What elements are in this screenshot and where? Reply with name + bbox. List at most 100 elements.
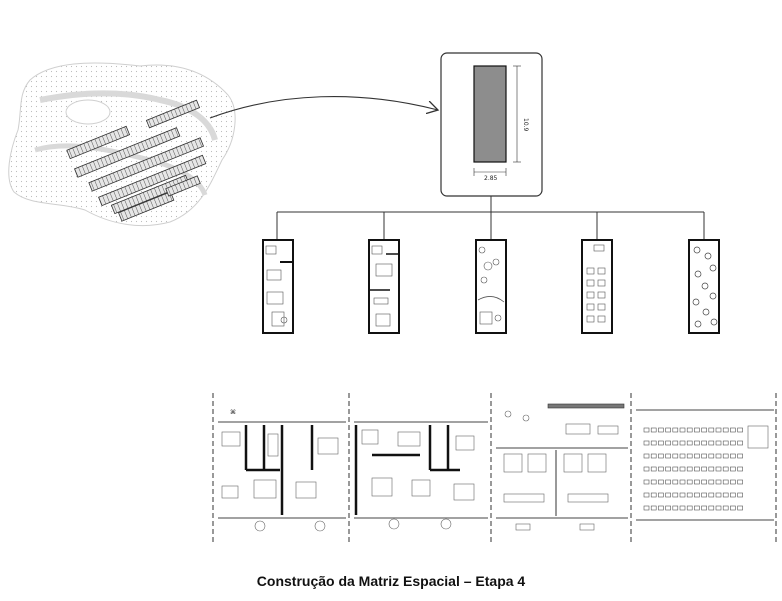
seat bbox=[643, 479, 650, 485]
seat bbox=[730, 479, 736, 485]
building-bars bbox=[66, 99, 207, 222]
module-variant-2 bbox=[368, 239, 400, 334]
seat bbox=[737, 492, 743, 498]
plan-section-2 bbox=[354, 421, 488, 530]
seat bbox=[708, 466, 715, 472]
seat bbox=[686, 492, 693, 498]
seat bbox=[658, 466, 664, 472]
seat bbox=[643, 453, 650, 459]
seat bbox=[701, 492, 707, 498]
seat bbox=[737, 427, 743, 433]
seat bbox=[737, 440, 743, 446]
seat bbox=[701, 505, 707, 511]
seat bbox=[672, 505, 679, 511]
plan-section-4 bbox=[636, 409, 774, 521]
figure-caption: Construção da Matriz Espacial – Etapa 4 bbox=[256, 573, 526, 589]
building-bar bbox=[165, 175, 201, 197]
seat bbox=[730, 440, 736, 446]
seat bbox=[650, 453, 657, 459]
seat bbox=[650, 505, 657, 511]
seat bbox=[658, 453, 664, 459]
base-module bbox=[473, 65, 507, 163]
seat bbox=[715, 466, 722, 472]
seat bbox=[665, 453, 671, 459]
seat bbox=[722, 440, 729, 446]
seat bbox=[722, 427, 729, 433]
seat bbox=[730, 427, 736, 433]
seat bbox=[708, 479, 715, 485]
seat bbox=[686, 505, 693, 511]
tree-connector bbox=[276, 196, 705, 240]
seat bbox=[694, 479, 700, 485]
seat bbox=[701, 479, 707, 485]
seat bbox=[679, 505, 686, 511]
seat bbox=[686, 466, 693, 472]
building-bar bbox=[98, 154, 207, 207]
seat bbox=[694, 440, 700, 446]
seat bbox=[650, 440, 657, 446]
seat bbox=[643, 505, 650, 511]
seat bbox=[737, 479, 743, 485]
seat bbox=[708, 492, 715, 498]
building-bar bbox=[73, 127, 181, 178]
seat bbox=[665, 440, 671, 446]
seat bbox=[679, 492, 686, 498]
seat bbox=[701, 466, 707, 472]
seat bbox=[679, 453, 686, 459]
seat bbox=[701, 453, 707, 459]
module-variant-5 bbox=[688, 239, 720, 334]
seat bbox=[715, 453, 722, 459]
seat bbox=[701, 440, 707, 446]
seat bbox=[715, 479, 722, 485]
seat bbox=[694, 427, 700, 433]
seat bbox=[686, 427, 693, 433]
seat bbox=[658, 505, 664, 511]
module-variant-4 bbox=[581, 239, 613, 334]
seat bbox=[658, 492, 664, 498]
seat bbox=[672, 466, 679, 472]
seat bbox=[679, 440, 686, 446]
module-length-label: 10.9 bbox=[522, 118, 529, 132]
seat bbox=[694, 453, 700, 459]
seat bbox=[672, 427, 679, 433]
seat bbox=[643, 440, 650, 446]
seat bbox=[679, 479, 686, 485]
seat bbox=[715, 505, 722, 511]
seat bbox=[650, 427, 657, 433]
seat bbox=[686, 440, 693, 446]
seat bbox=[722, 479, 729, 485]
seat bbox=[643, 466, 650, 472]
module-width-label: 2.85 bbox=[484, 175, 498, 182]
seat bbox=[730, 505, 736, 511]
connector-arrow bbox=[209, 96, 438, 119]
seat bbox=[686, 479, 693, 485]
building-bar bbox=[110, 174, 190, 215]
seat bbox=[672, 453, 679, 459]
seat bbox=[665, 492, 671, 498]
seat bbox=[665, 427, 671, 433]
seat bbox=[715, 427, 722, 433]
seat bbox=[643, 427, 650, 433]
floor-plan-strip: ⌘ bbox=[212, 393, 777, 545]
seat bbox=[679, 466, 686, 472]
seat bbox=[722, 466, 729, 472]
seat bbox=[722, 453, 729, 459]
seat bbox=[650, 466, 657, 472]
svg-text:⌘: ⌘ bbox=[230, 409, 236, 416]
building-bar bbox=[88, 137, 205, 192]
seat bbox=[665, 466, 671, 472]
seat bbox=[715, 492, 722, 498]
seat bbox=[715, 440, 722, 446]
plan-section-3 bbox=[496, 403, 628, 531]
seat bbox=[658, 479, 664, 485]
seat bbox=[643, 492, 650, 498]
base-module-card: 10.9 2.85 bbox=[440, 52, 543, 197]
seat bbox=[737, 466, 743, 472]
building-bar bbox=[118, 191, 175, 222]
seat bbox=[708, 440, 715, 446]
seat bbox=[672, 492, 679, 498]
seat bbox=[658, 427, 664, 433]
building-bar bbox=[66, 125, 131, 160]
seat bbox=[694, 505, 700, 511]
